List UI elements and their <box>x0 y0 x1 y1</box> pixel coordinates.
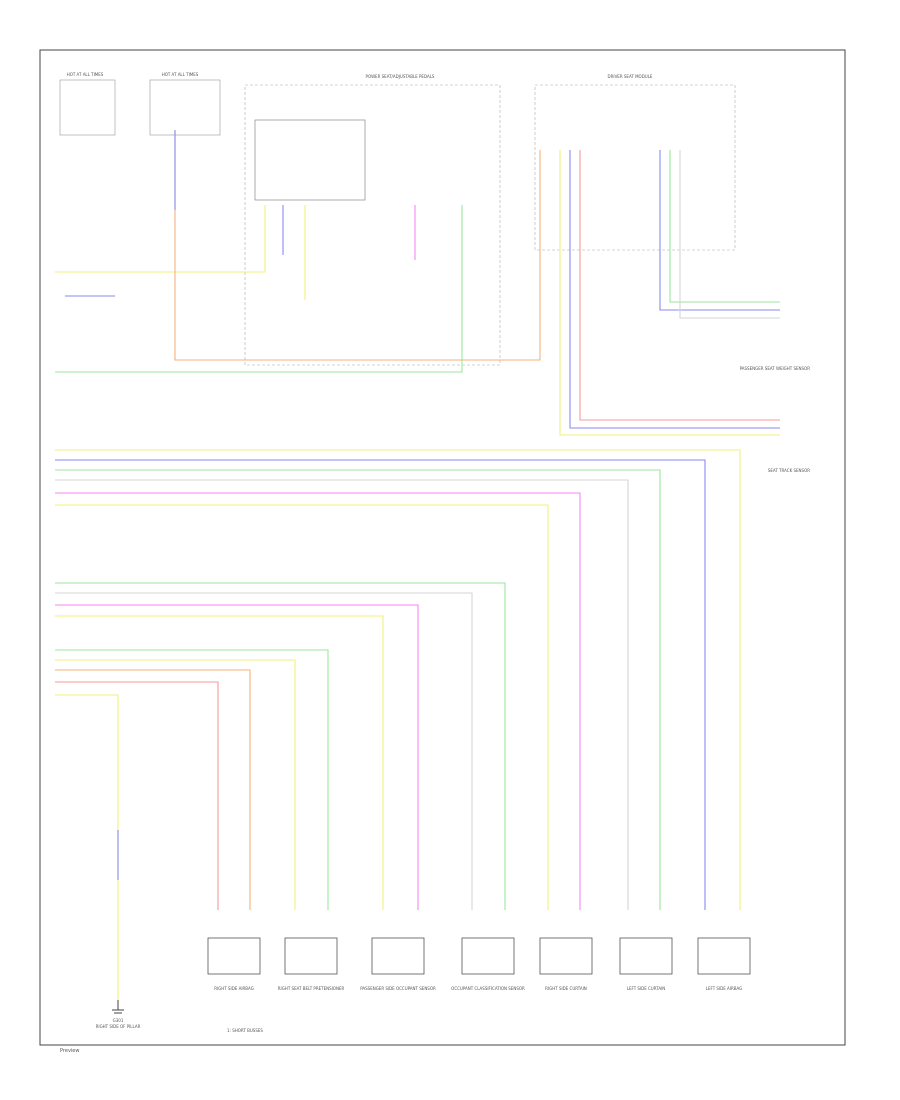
side-label-track-sensor: SEAT TRACK SENSOR <box>768 468 810 473</box>
ground-label: G301 <box>113 1018 124 1023</box>
diagram-frame <box>39 49 846 1046</box>
wire-org-loop <box>174 130 541 361</box>
component-label-5: RIGHT SIDE CURTAIN <box>545 986 587 991</box>
module-label-hot-b: HOT AT ALL TIMES <box>162 72 199 77</box>
wire-bus-7 <box>55 582 506 910</box>
component-box-2 <box>284 937 338 975</box>
component-label-4: OCCUPANT CLASSIFICATION SENSOR <box>451 986 525 991</box>
wire-bus-8 <box>55 592 473 910</box>
component-box-4 <box>461 937 515 975</box>
side-label-weight-sensor: PASSENGER SEAT WEIGHT SENSOR <box>740 366 811 371</box>
component-label-1: RIGHT SIDE AIRBAG <box>214 986 254 991</box>
component-box-6 <box>619 937 673 975</box>
component-box-7 <box>697 937 751 975</box>
wire-grn-weight <box>669 150 780 303</box>
ground-symbol: G301 RIGHT SIDE OF PILLAR <box>96 1000 141 1029</box>
wire-bus-11 <box>55 649 329 910</box>
driver-seat-module: DRIVER SEAT MODULE <box>534 74 736 251</box>
ground-desc: RIGHT SIDE OF PILLAR <box>96 1024 141 1029</box>
wire-red-track <box>579 150 780 421</box>
wire-bus-2 <box>55 459 706 910</box>
component-label-7: LEFT SIDE AIRBAG <box>706 986 743 991</box>
component-box-1 <box>207 937 261 975</box>
wire-bus-5 <box>55 492 581 910</box>
component-box-3 <box>371 937 425 975</box>
wire-bus-3 <box>55 469 661 910</box>
wire-bus-10 <box>55 615 384 910</box>
wire-yel-top <box>55 205 266 273</box>
footer-label: Preview <box>60 1048 79 1054</box>
wire-gry-weight <box>679 150 780 319</box>
wire-group <box>55 130 780 1000</box>
wire-bus-13 <box>55 669 251 910</box>
diagram-note: 1: SHORT BUSSES <box>227 1028 263 1033</box>
wire-blu-track <box>569 150 780 429</box>
wire-grn-long <box>55 205 463 373</box>
wire-bus-4 <box>55 479 629 910</box>
fuse-block-left: HOT AT ALL TIMES HOT AT ALL TIMES <box>59 72 221 136</box>
wire-bus-6 <box>55 504 549 910</box>
wire-ground-feed <box>55 694 119 1000</box>
wire-bus-1 <box>55 449 741 910</box>
wire-bus-12 <box>55 659 296 910</box>
module-label-driver-seat: DRIVER SEAT MODULE <box>608 74 653 79</box>
wire-bus-9 <box>55 604 419 910</box>
wire-yel-track <box>559 150 780 436</box>
module-label-power-seat: POWER SEAT/ADJUSTABLE PEDALS <box>366 74 435 79</box>
component-label-6: LEFT SIDE CURTAIN <box>627 986 666 991</box>
component-label-2: RIGHT SEAT BELT PRETENSIONER <box>278 986 345 991</box>
module-label-hot-a: HOT AT ALL TIMES <box>67 72 104 77</box>
power-seat-module: POWER SEAT/ADJUSTABLE PEDALS <box>244 74 501 366</box>
component-box-5 <box>539 937 593 975</box>
component-group: RIGHT SIDE AIRBAG RIGHT SEAT BELT PRETENS… <box>207 937 751 991</box>
wire-blu-weight <box>659 150 780 311</box>
component-label-3: PASSENGER SIDE OCCUPANT SENSOR <box>360 986 436 991</box>
wire-bus-14 <box>55 681 219 910</box>
